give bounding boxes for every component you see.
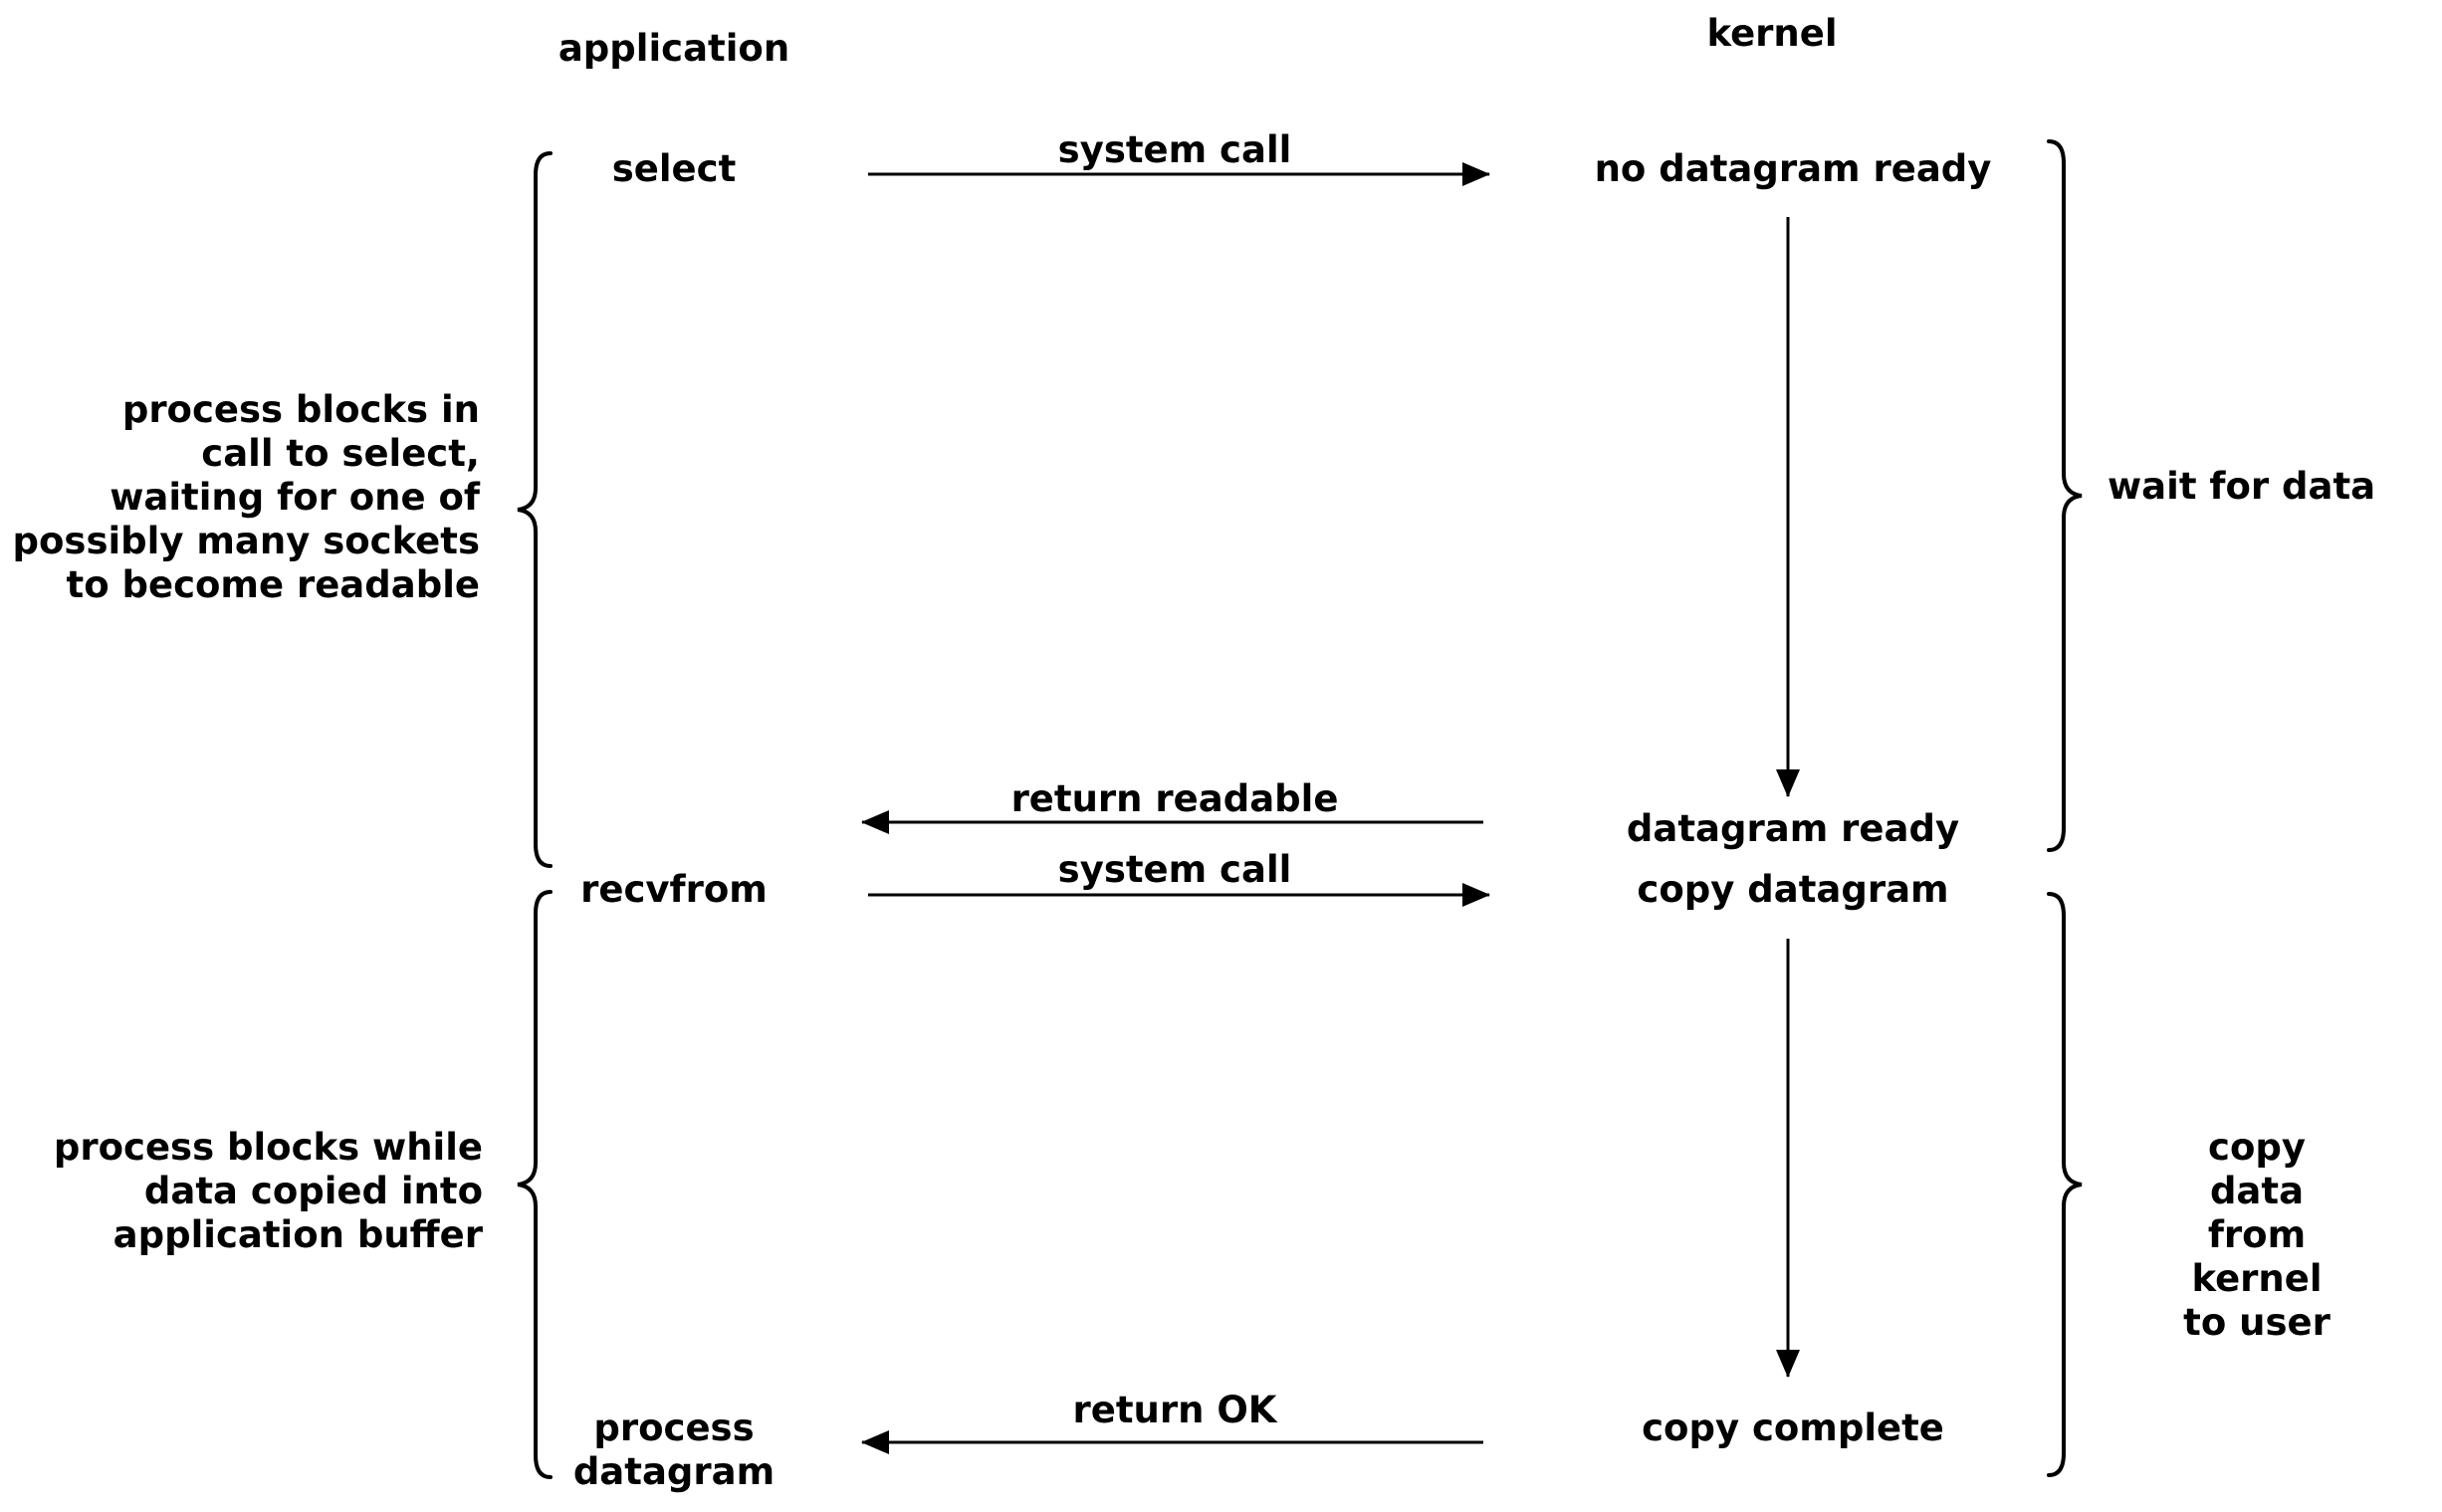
kernel-step-copy-datagram: copy datagram xyxy=(1637,868,1949,911)
kernel-phase-copy-to-user: copy data from kernel to user xyxy=(2183,1126,2331,1344)
app-phase-blocks-while-copy: process blocks while data copied into ap… xyxy=(53,1126,483,1256)
arrow-label-system-call-1: system call xyxy=(1057,128,1292,171)
app-step-select: select xyxy=(611,147,737,190)
brace-app-select xyxy=(517,151,553,868)
brace-app-recvfrom xyxy=(517,890,553,1479)
kernel-step-copy-complete: copy complete xyxy=(1642,1406,1944,1449)
app-step-recvfrom: recvfrom xyxy=(580,868,768,911)
app-phase-blocks-in-select: process blocks in call to select, waitin… xyxy=(12,388,480,606)
app-step-process-datagram: process datagram xyxy=(572,1406,776,1493)
kernel-column-header: kernel xyxy=(1706,12,1838,55)
kernel-phase-wait-for-data: wait for data xyxy=(2108,465,2376,508)
arrow-label-return-ok: return OK xyxy=(1072,1389,1277,1431)
arrow-label-system-call-2: system call xyxy=(1057,848,1292,891)
kernel-step-no-datagram-ready: no datagram ready xyxy=(1594,147,1992,190)
brace-kernel-wait xyxy=(2047,139,2083,852)
application-column-header: application xyxy=(557,27,790,70)
kernel-step-datagram-ready: datagram ready xyxy=(1626,807,1960,850)
brace-kernel-copy xyxy=(2047,892,2083,1477)
arrow-label-return-readable: return readable xyxy=(1010,777,1339,820)
